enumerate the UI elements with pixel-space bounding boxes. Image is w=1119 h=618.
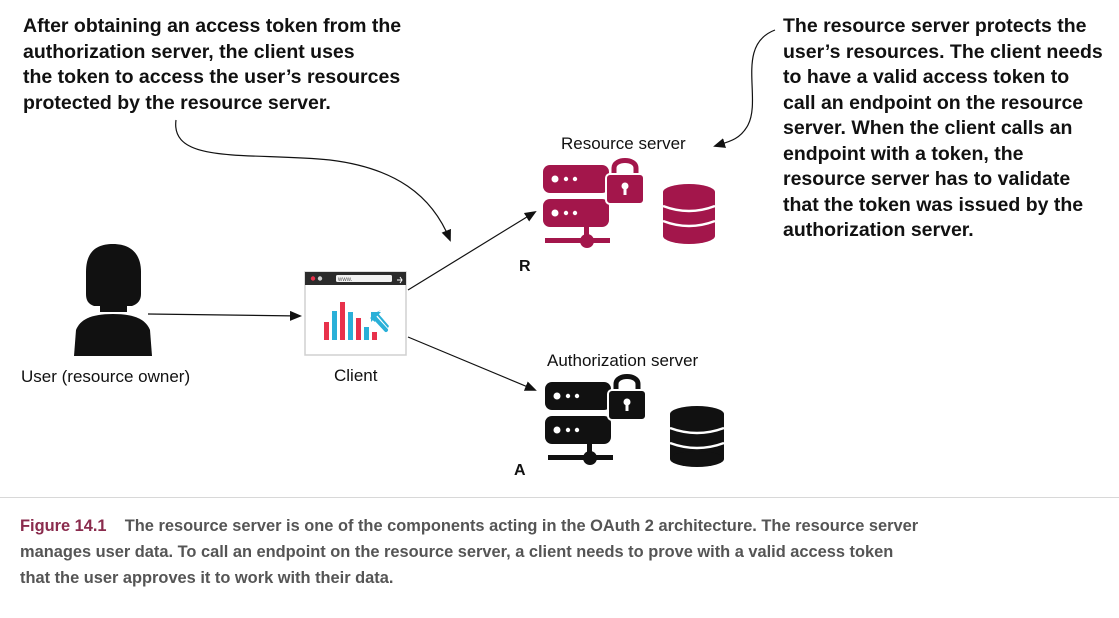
note-line: server. When the client calls an bbox=[783, 117, 1073, 139]
caption-line: that the user approves it to work with t… bbox=[20, 569, 394, 587]
caption-line: Figure 14.1 The resource server is one o… bbox=[20, 513, 1105, 539]
caption-text: The resource server is one of the compon… bbox=[124, 517, 919, 535]
note-line: the token to access the user’s resources bbox=[23, 66, 401, 88]
note-line: authorization server. bbox=[783, 219, 974, 241]
user-label: User (resource owner) bbox=[21, 367, 191, 386]
client-browser-icon: www. bbox=[304, 271, 407, 356]
annotation-client-uses-token: After obtaining an access token from the… bbox=[23, 14, 401, 116]
figure-caption: Figure 14.1 The resource server is one o… bbox=[20, 513, 1105, 591]
note-line: The resource server protects the bbox=[783, 15, 1087, 37]
resource-server-letter: R bbox=[519, 258, 531, 275]
arrow-client-to-authorization-server bbox=[407, 336, 537, 391]
callout-arrow-right bbox=[713, 29, 776, 148]
note-line: authorization server, the client uses bbox=[23, 40, 355, 63]
cursor-arrow-icon bbox=[370, 310, 389, 328]
note-line: call an endpoint on the resource bbox=[783, 91, 1084, 114]
resource-database-icon bbox=[662, 184, 716, 244]
note-line: resource server has to validate bbox=[783, 168, 1071, 190]
client-url-text: www. bbox=[337, 277, 353, 283]
note-line: endpoint with a token, the bbox=[783, 142, 1024, 165]
caption-figure-number: Figure 14.1 bbox=[20, 517, 107, 535]
authorization-server-icon bbox=[545, 382, 613, 465]
caption-line: manages user data. To call an endpoint o… bbox=[20, 543, 894, 561]
oauth-diagram: www. bbox=[74, 29, 776, 467]
note-line: to have a valid access token to bbox=[783, 66, 1070, 88]
authorization-server-letter: A bbox=[514, 462, 526, 479]
resource-server-label: Resource server bbox=[561, 134, 686, 153]
arrow-client-to-resource-server bbox=[407, 210, 537, 291]
note-line: that the token was issued by the bbox=[783, 193, 1084, 216]
arrow-user-to-client bbox=[147, 310, 302, 321]
client-label: Client bbox=[334, 366, 378, 385]
authorization-database-icon bbox=[669, 406, 725, 467]
note-line: protected by the resource server. bbox=[23, 91, 331, 114]
authorization-server-lock-icon bbox=[607, 374, 647, 421]
authorization-server-label: Authorization server bbox=[547, 351, 699, 370]
resource-server-icon bbox=[543, 165, 610, 248]
callout-arrow-left bbox=[175, 119, 451, 242]
annotation-resource-server-role: The resource server protects the user’s … bbox=[783, 14, 1103, 244]
resource-server-lock-icon bbox=[605, 158, 645, 205]
caption-divider bbox=[0, 497, 1119, 498]
user-icon bbox=[74, 244, 152, 356]
note-line: After obtaining an access token from the bbox=[23, 15, 402, 37]
note-line: user’s resources. The client needs bbox=[783, 40, 1103, 63]
